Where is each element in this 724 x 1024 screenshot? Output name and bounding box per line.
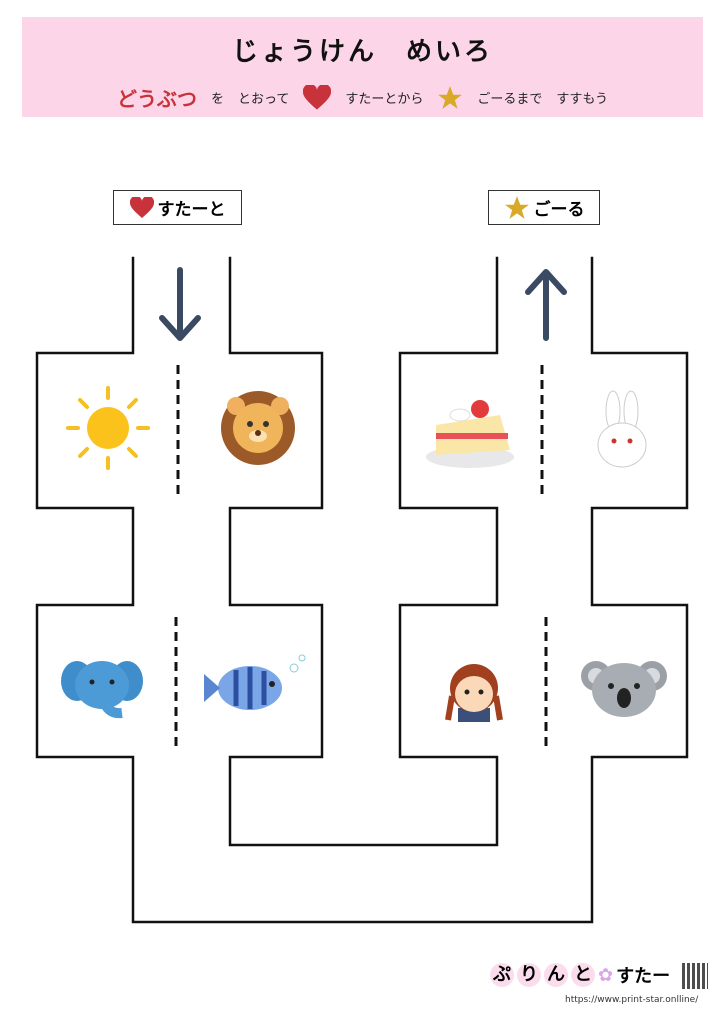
instr-text: を	[210, 92, 224, 107]
page-title: じょうけん めいろ	[231, 37, 493, 67]
heart-icon	[303, 84, 332, 110]
maze-walls	[35, 256, 689, 924]
instr-text: とおって	[238, 92, 290, 107]
heart-icon	[129, 196, 154, 218]
logo-char: り	[517, 963, 541, 987]
star-icon	[438, 85, 463, 109]
logo-char: ん	[544, 963, 568, 987]
lion-icon	[221, 391, 295, 465]
star-icon	[504, 195, 529, 219]
rabbit-icon	[597, 390, 647, 468]
logo-char: と	[571, 963, 595, 987]
elephant-icon	[61, 661, 143, 719]
flower-icon: ✿	[598, 964, 614, 986]
girl-icon	[445, 664, 503, 722]
instr-text: ごーるまで	[477, 92, 543, 107]
arrow-up-icon	[525, 269, 567, 341]
sun-icon	[66, 386, 150, 470]
logo-char: ぷ	[490, 963, 514, 987]
header-banner: じょうけん めいろ どうぶつ を とおって すたーとから ごーるまで すすもう	[22, 17, 703, 117]
start-text: すたーと	[157, 200, 226, 220]
start-label: すたーと	[113, 190, 242, 225]
logo-char: すたー	[616, 966, 671, 987]
cake-icon	[426, 400, 514, 468]
instr-text: すすもう	[556, 92, 609, 107]
instructions: どうぶつ を とおって すたーとから ごーるまで すすもう	[22, 83, 703, 112]
goal-text: ごーる	[533, 200, 585, 220]
arrow-down-icon	[159, 267, 201, 341]
goal-label: ごーる	[488, 190, 600, 225]
koala-icon	[581, 661, 667, 717]
instr-text: すたーとから	[345, 92, 424, 107]
site-url[interactable]: https://www.print-star.onlline/	[565, 995, 699, 1005]
keyword: どうぶつ	[116, 87, 197, 111]
site-logo: ぷ り ん と ✿ すたー	[490, 962, 670, 988]
qr-code	[682, 963, 708, 989]
dashed-dividers	[174, 365, 548, 750]
fish-icon	[204, 654, 306, 710]
